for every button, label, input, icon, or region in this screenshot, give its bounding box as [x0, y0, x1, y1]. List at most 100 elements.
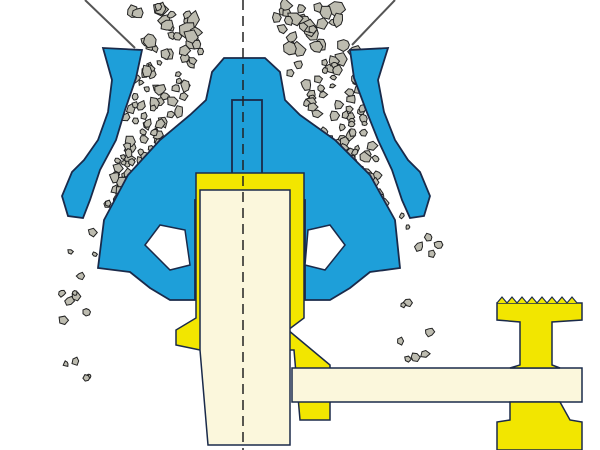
rock: [104, 199, 112, 207]
rock: [348, 128, 357, 137]
rock: [338, 123, 346, 132]
rock: [311, 109, 324, 119]
pulley-teeth: [496, 296, 578, 304]
rock: [174, 105, 184, 119]
rock: [131, 7, 144, 19]
rock: [112, 162, 124, 174]
rock: [174, 71, 182, 78]
rock: [182, 10, 192, 20]
rock: [298, 22, 309, 33]
rock: [359, 150, 373, 163]
rock: [124, 148, 133, 159]
rock: [423, 232, 433, 242]
rock: [283, 15, 294, 26]
rock: [405, 224, 411, 230]
countershaft: [291, 367, 583, 403]
rock: [332, 12, 344, 29]
rock: [139, 128, 147, 136]
rock: [318, 90, 329, 99]
rock: [172, 32, 183, 41]
rock: [71, 356, 80, 366]
rock: [345, 105, 354, 114]
rock: [346, 94, 356, 104]
rock: [91, 251, 99, 257]
rock: [58, 289, 67, 298]
rock: [71, 290, 78, 296]
rock: [337, 39, 350, 53]
rock: [366, 140, 379, 151]
rock: [167, 96, 179, 107]
rock: [397, 336, 405, 346]
drive-pulley: [496, 302, 583, 450]
rock: [282, 40, 297, 56]
rock: [371, 154, 380, 163]
rock: [179, 92, 189, 102]
rock: [347, 120, 356, 128]
rock: [341, 109, 350, 120]
rock: [300, 78, 312, 91]
rock: [309, 40, 324, 53]
rock: [175, 77, 183, 85]
rock: [358, 128, 368, 137]
hopper-line-right: [351, 0, 396, 46]
rock: [332, 64, 343, 76]
rock: [398, 212, 405, 220]
rock: [334, 99, 345, 110]
rock: [131, 117, 140, 125]
rock: [171, 84, 180, 93]
mantle-window-left: [144, 224, 191, 271]
rock: [149, 128, 158, 137]
rock: [138, 79, 145, 87]
hopper-line-left: [84, 0, 136, 49]
rock: [143, 118, 152, 128]
rock: [285, 30, 298, 44]
rock: [87, 227, 98, 238]
mantle-window-right: [304, 224, 346, 271]
rock: [276, 24, 288, 35]
rock: [315, 17, 329, 30]
rock: [128, 158, 136, 167]
rock: [410, 352, 421, 363]
rock: [82, 374, 91, 382]
rock: [154, 118, 166, 129]
rock: [137, 148, 145, 157]
rock: [420, 349, 431, 358]
rock: [141, 64, 153, 78]
rock: [58, 315, 70, 326]
rock: [197, 47, 205, 56]
rock: [321, 67, 328, 74]
rock: [428, 249, 436, 258]
rock: [314, 75, 324, 84]
rock: [67, 249, 75, 255]
rock: [350, 148, 359, 156]
rock: [154, 2, 163, 12]
rock: [404, 355, 413, 363]
rock: [143, 86, 150, 93]
main-shaft-top: [231, 99, 263, 181]
rock: [139, 135, 150, 144]
concave-right: [348, 47, 431, 219]
rock: [64, 295, 76, 306]
rock: [119, 154, 127, 161]
rock: [131, 92, 139, 101]
rock: [280, 0, 294, 11]
rock: [178, 44, 192, 57]
rock: [156, 60, 163, 66]
rock: [329, 74, 338, 81]
rock: [114, 157, 122, 164]
rock: [329, 110, 341, 122]
rock: [151, 45, 159, 54]
rock: [293, 60, 303, 70]
rock: [424, 327, 436, 338]
rock: [75, 271, 86, 281]
concave-left: [61, 47, 144, 219]
rock: [308, 24, 318, 34]
rock: [188, 57, 198, 66]
rock: [131, 101, 139, 109]
rock: [142, 33, 157, 49]
rock: [400, 301, 407, 309]
rock: [119, 159, 127, 166]
rock: [317, 84, 326, 93]
rock: [329, 83, 337, 89]
